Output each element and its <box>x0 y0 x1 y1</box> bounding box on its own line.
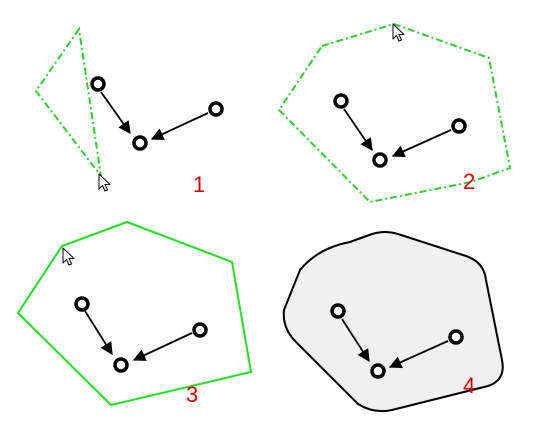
panel-1: 1 <box>34 26 224 197</box>
panel-1-arrow-left <box>100 91 131 135</box>
panel-3-node-top-left <box>74 296 90 312</box>
panel-2-node-center <box>372 152 388 168</box>
panel-2-node-top-left <box>333 93 349 109</box>
panel-2-arrow-right <box>391 129 452 158</box>
panel-1-dashed-lasso <box>34 26 102 177</box>
panel-3-node-right <box>192 322 208 338</box>
panel-4-step-number: 4 <box>463 373 475 398</box>
panel-3-step-number: 3 <box>186 382 198 407</box>
panel-4-arrow-left <box>341 318 370 363</box>
panel-2-node-right <box>451 118 467 134</box>
panel-1-arrow-right <box>150 112 209 140</box>
panel-4-arrow-right <box>388 340 449 369</box>
panel-4-node-center <box>370 363 386 379</box>
panel-1-node-top-left <box>90 76 106 92</box>
pointer-cursor-icon <box>62 247 75 266</box>
pointer-cursor-icon <box>98 173 111 192</box>
panel-3-node-center <box>113 357 129 373</box>
pointer-cursor-icon <box>392 23 405 42</box>
panel-3-solid-lasso <box>16 220 253 407</box>
panel-2: 2 <box>277 22 512 204</box>
panel-4-node-top-left <box>330 303 346 319</box>
panel-1-step-number: 1 <box>193 172 205 197</box>
panel-2-dashed-lasso <box>277 22 512 204</box>
panel-1-node-center <box>132 135 148 151</box>
panel-3-arrow-left <box>84 310 113 356</box>
panel-4-node-right <box>448 329 464 345</box>
panel-2-arrow-left <box>343 108 373 152</box>
panel-4-selection-shape <box>282 231 504 413</box>
panel-3-arrow-right <box>132 332 193 361</box>
panel-1-node-right <box>208 101 224 117</box>
panel-2-step-number: 2 <box>463 169 475 194</box>
panel-4: 4 <box>282 231 504 413</box>
panel-3: 3 <box>16 220 253 407</box>
